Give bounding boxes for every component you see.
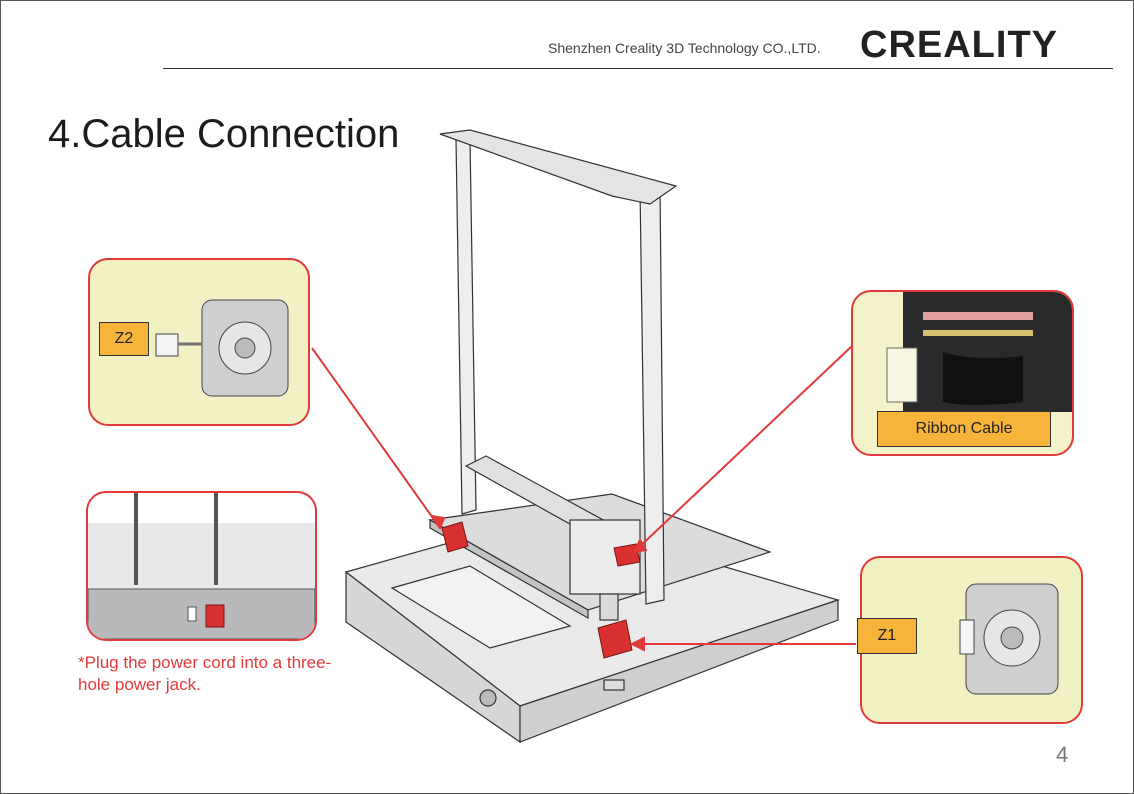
power-jack-callout — [86, 491, 317, 641]
z2-leader-line — [312, 348, 440, 528]
power-jack-illustration — [88, 493, 315, 639]
ribbon-cable-label-tag: Ribbon Cable — [877, 411, 1051, 447]
z2-label-tag: Z2 — [99, 322, 149, 356]
ribbon-leader-line — [634, 346, 852, 552]
page-number: 4 — [1056, 742, 1068, 768]
left-upright — [456, 140, 476, 514]
top-bar — [440, 130, 676, 204]
z1-label-tag: Z1 — [857, 618, 917, 654]
power-cord-note: *Plug the power cord into a three-hole p… — [78, 652, 338, 696]
